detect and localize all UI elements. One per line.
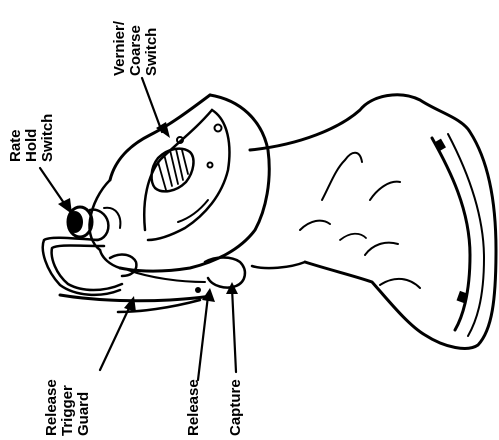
rate-hold-switch: [67, 207, 120, 240]
vernier-label-line3: Switch: [143, 28, 160, 76]
release-trigger: [110, 255, 205, 293]
release-label-text: Release: [185, 379, 202, 436]
guard-label-line1: Release: [43, 379, 60, 436]
vernier-coarse-switch-label: Vernier/ Coarse Switch: [111, 17, 160, 76]
glove-illustration: [250, 95, 496, 349]
capture-label-text: Capture: [227, 379, 244, 436]
rate-hold-switch-label: Rate Hold Switch: [7, 114, 56, 162]
rate-label-line3: Switch: [39, 114, 56, 162]
vernier-coarse-switch: [152, 149, 194, 192]
rate-label-line2: Hold: [23, 129, 40, 162]
capture-label: Capture: [227, 379, 244, 436]
guard-label-line3: Guard: [75, 392, 92, 436]
hand-controller-body: [89, 95, 269, 271]
vernier-label-line2: Coarse: [127, 25, 144, 76]
vernier-label-line1: Vernier/: [111, 20, 128, 76]
guard-label-line2: Trigger: [59, 385, 76, 436]
release-label: Release: [185, 379, 202, 436]
release-trigger-guard-label: Release Trigger Guard: [43, 375, 92, 436]
rate-label-line1: Rate: [7, 129, 24, 162]
